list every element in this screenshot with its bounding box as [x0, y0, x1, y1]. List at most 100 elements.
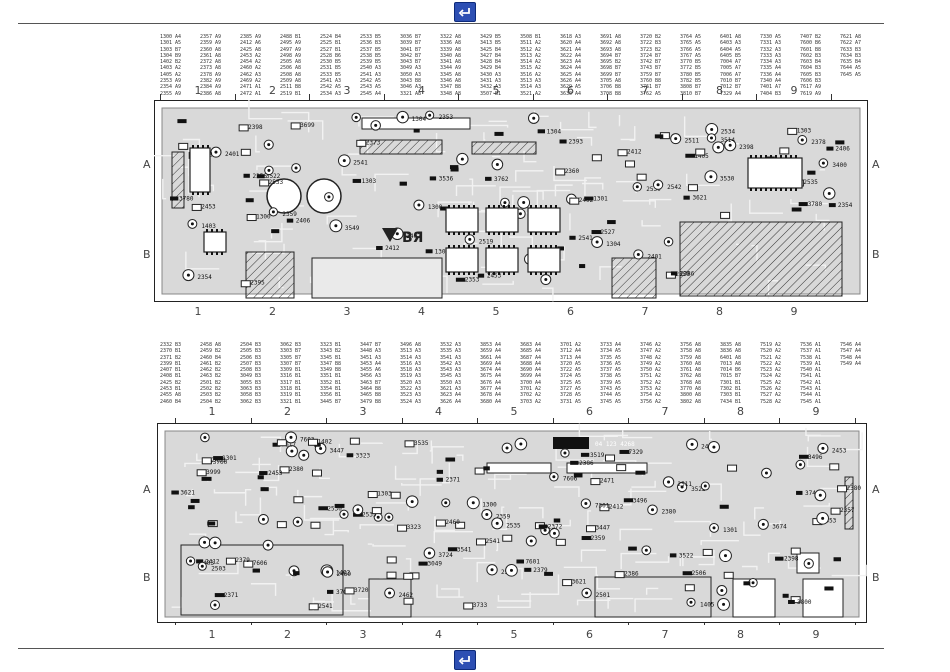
component-label: 2534	[721, 128, 736, 135]
smd-component	[440, 206, 450, 211]
column-number: 6	[567, 84, 574, 97]
transistor	[829, 463, 840, 471]
smd-component	[807, 170, 816, 175]
column-number: 4	[435, 628, 442, 641]
pcb-trace	[603, 434, 629, 441]
component-label: 2398	[784, 556, 799, 563]
ic-pin	[513, 232, 515, 235]
reference-column: 7536 A1 7537 A1 7538 A1 7539 A1 7540 A1 …	[800, 342, 822, 405]
component-label: 1300	[428, 204, 443, 211]
smd-component	[557, 246, 565, 251]
transistor	[279, 466, 290, 474]
top-row-label-a-left: A	[143, 158, 151, 171]
smd-component	[584, 196, 594, 201]
pcb-trace	[253, 222, 283, 243]
component-label: 1403	[201, 223, 216, 230]
capacitor-pad	[689, 600, 693, 604]
smd-component	[436, 477, 443, 482]
reference-column: 3323 B1 3343 B2 3345 B1 3347 B8 3349 B8 …	[320, 342, 342, 405]
capacitor-pad	[716, 145, 720, 149]
component-label: 2453	[268, 470, 283, 477]
capacitor-pad	[289, 435, 293, 439]
back-button-top[interactable]	[454, 2, 476, 22]
ic-pin	[755, 155, 757, 158]
ic-pin	[530, 205, 532, 208]
reference-column: 3720 B2 3722 B3 3723 B2 3724 B7 3742 B7 …	[640, 34, 662, 97]
column-number: 5	[492, 84, 500, 97]
smd-component	[259, 471, 268, 476]
column-number: 1	[194, 305, 202, 318]
smd-component	[591, 230, 602, 235]
capacitor-pad	[656, 183, 660, 187]
pcb-trace	[331, 591, 372, 612]
top-reference-table: 1300 A4 1301 A5 1303 B7 1304 B9 1402 B2 …	[160, 34, 880, 100]
ic-pin	[463, 205, 465, 208]
capacitor-pad	[189, 559, 193, 563]
capacitor-pad	[674, 137, 678, 141]
component-label: 2353	[439, 114, 454, 121]
capacitor-pad	[319, 447, 323, 451]
capacitor-pad	[519, 442, 523, 446]
reference-column: 7330 A5 7331 A3 7332 A3 7333 A3 7334 A3 …	[760, 34, 782, 97]
ic-pin	[795, 188, 797, 191]
header-tag-text: 04 123 4268	[595, 441, 635, 448]
pcb-trace	[634, 598, 673, 613]
column-number: 9	[790, 305, 798, 318]
component-label: 2453	[487, 273, 502, 280]
column-tick	[309, 94, 310, 101]
pcb-trace	[394, 465, 417, 480]
smd-component	[171, 490, 179, 495]
component-label: 2380	[847, 485, 862, 492]
pcb-trace	[495, 537, 499, 552]
transistor	[605, 454, 616, 462]
transistor	[787, 127, 798, 135]
ic-pin	[785, 155, 787, 158]
column-number: 5	[510, 628, 518, 641]
ic-pin	[755, 188, 757, 191]
ic-pin	[453, 245, 455, 248]
component-label: 3447	[596, 525, 611, 532]
component-label: 2359	[282, 211, 297, 218]
smd-component	[682, 571, 693, 576]
ic-pin	[545, 232, 547, 235]
capacitor-pad	[213, 541, 217, 545]
reference-column: 2504 B3 2505 B3 2506 B3 2507 B3 2508 B3 …	[240, 342, 262, 405]
column-number: 4	[418, 305, 425, 318]
pcb-trace	[641, 220, 661, 227]
ic-pin	[221, 229, 223, 232]
pcb-trace	[578, 423, 618, 438]
reference-column: 3532 A3 3535 A3 3541 A3 3542 A3 3543 A3 …	[440, 342, 462, 405]
pcb-trace	[619, 528, 653, 541]
ic-pin	[508, 245, 510, 248]
pcb-trace	[631, 480, 656, 488]
component-label: 1405	[700, 601, 715, 608]
column-tick	[401, 418, 403, 425]
pcb-trace	[576, 136, 593, 146]
bottom-row-label-b-right: B	[872, 571, 880, 584]
smd-component	[788, 599, 795, 604]
ic-pin	[468, 205, 470, 208]
component-label: 3323	[407, 524, 422, 531]
ic-pin	[498, 232, 500, 235]
capacitor-pad	[798, 463, 802, 467]
connector-1300	[566, 462, 648, 474]
pcb-trace	[263, 465, 280, 482]
pcb-trace	[727, 203, 732, 223]
component-label: 3400	[832, 162, 847, 169]
capacitor-pad	[509, 568, 513, 572]
pcb-trace	[162, 178, 167, 200]
transistor	[403, 572, 414, 580]
back-button-bottom[interactable]	[454, 650, 476, 670]
component-label: 3700	[336, 589, 351, 596]
component-label: 2354	[197, 274, 212, 281]
smd-component	[450, 167, 459, 172]
component-label: 2541	[353, 160, 368, 167]
column-number: 1	[208, 405, 216, 418]
ic-pin	[192, 145, 194, 148]
connector-1405	[311, 257, 443, 299]
connector-1402	[844, 476, 854, 530]
ic-pin	[488, 205, 490, 208]
component-label: 2503	[211, 565, 226, 572]
pcb-trace	[260, 436, 282, 452]
ic-pin	[555, 272, 557, 275]
